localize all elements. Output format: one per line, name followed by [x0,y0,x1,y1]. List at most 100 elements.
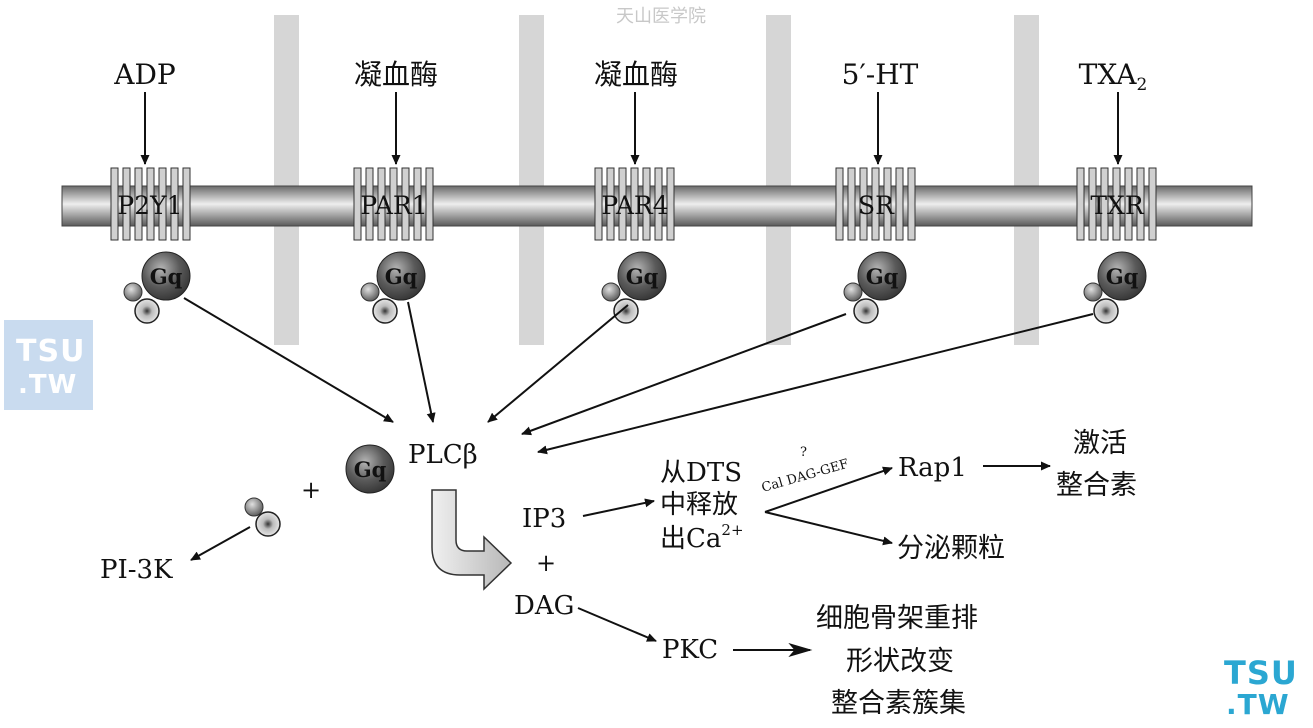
agonist-label: 5′-HT [842,58,919,91]
secretion-label: 分泌颗粒 [897,533,1005,564]
gq-arrow [521,313,847,436]
activate-line: 整合素 [1056,470,1137,501]
watermark-line: .TW [18,370,78,400]
gq-label: Gq [1106,264,1139,289]
central-gq: Gq [345,444,395,494]
caldag-gef-label: Cal DAG-GEF [760,457,850,496]
receptor-label: PAR4 [601,191,668,220]
receptor-par4 [594,167,675,241]
pkc-effect: 形状改变 [846,646,954,677]
receptor-labels: P2Y1 PAR1 PAR4 SR TXR [117,191,1144,220]
gq-arrow [183,297,394,423]
ring-sphere-icon [613,298,639,324]
integrin-activation-text: 激活 整合素 [1056,428,1137,501]
agonist-arrows [140,92,1123,165]
small-sphere-icon [1083,282,1103,302]
gq-complex-sr: Gq [843,251,907,324]
ring-sphere-icon [255,511,281,537]
ring-sphere-icon [1093,298,1119,324]
dark-sphere-icon [1097,251,1147,301]
band [519,15,544,345]
watermark-top: 天山医学院 [616,6,706,27]
gq-to-plc-arrows [183,297,1094,455]
plus-sign: + [301,476,321,504]
rap1-label: Rap1 [898,453,967,483]
dark-sphere-icon [141,251,191,301]
agonist-label: ADP [113,58,176,91]
receptor-label: PAR1 [360,191,427,220]
agonist-label: 凝血酶 [594,58,678,91]
small-sphere-icon [601,282,621,302]
gq-arrow [537,313,1094,455]
plus-sign: + [536,549,556,577]
dark-sphere-icon [857,251,907,301]
dark-sphere-icon [345,444,395,494]
band [766,15,791,345]
small-sphere-icon [123,282,143,302]
ring-sphere-icon [853,298,879,324]
pkc-effect: 细胞骨架重排 [816,603,978,634]
receptor-p2y1 [110,167,191,241]
small-sphere-icon [244,497,264,517]
dag-arrow [577,607,657,642]
small-sphere-icon [843,282,863,302]
gq-label: Gq [150,264,183,289]
pkc-label: PKC [662,635,718,665]
agonist-labels: ADP 凝血酶 凝血酶 5′-HT TXA2 [113,58,1147,95]
gq-label: Gq [626,264,659,289]
dag-label: DAG [514,591,574,621]
question-mark: ? [800,445,807,460]
band [274,15,299,345]
calcium-release-text: 从DTS 中释放 出Ca2+ [660,458,744,554]
secretion-arrow [764,511,893,546]
watermark-line: .TW [1226,688,1290,721]
beta-gamma-dimer [244,497,281,537]
receptor-label: P2Y1 [117,191,182,220]
activate-line: 激活 [1073,428,1127,459]
release-line: 中释放 [660,490,738,520]
background-bands [274,15,1039,345]
dark-sphere-icon [376,251,426,301]
band [1014,15,1039,345]
agonist-label: TXA2 [1079,58,1148,95]
release-line: 出Ca2+ [660,521,744,554]
watermark-tsu-left: TSU .TW [4,320,93,410]
ring-sphere-icon [372,298,398,324]
receptor-label: TXR [1090,191,1144,220]
rap1-arrow [764,466,893,513]
receptor-sr [835,167,916,241]
gq-complex-txr: Gq [1083,251,1147,324]
dark-sphere-icon [617,251,667,301]
gq-arrow [487,304,629,423]
watermark-line: TSU [16,334,86,369]
pkc-effect: 整合素簇集 [831,688,966,719]
receptor-txr [1076,167,1157,241]
ip3-label: IP3 [522,504,566,534]
receptor-par1 [353,167,434,241]
small-sphere-icon [360,282,380,302]
calcium-arrows [764,466,893,546]
watermark-line: TSU [1224,654,1298,692]
watermark-tsu-right: TSU .TW [1218,652,1310,726]
receptor-label: SR [858,191,895,220]
gq-label: Gq [385,264,418,289]
plc-beta-label: PLCβ [408,440,478,470]
gq-complex-p2y1: Gq [123,251,191,324]
release-line: 从DTS [660,458,742,488]
gq-complex-par4: Gq [601,251,667,324]
pi3k-label: PI-3K [100,555,173,585]
ip3-arrow [582,498,655,517]
calcium-superscript: 2+ [721,521,743,539]
agonist-subscript: 2 [1137,75,1148,95]
agonist-label: 凝血酶 [354,58,438,91]
gq-complex-par1: Gq [360,251,426,324]
pi3k-arrow [190,526,251,561]
ring-sphere-icon [134,298,160,324]
pkc-effects-text: 细胞骨架重排 形状改变 整合素簇集 [816,603,978,719]
gq-label: Gq [354,457,387,482]
gq-label: Gq [866,264,899,289]
gq-arrow [407,301,436,423]
receptor-group [110,167,1157,241]
